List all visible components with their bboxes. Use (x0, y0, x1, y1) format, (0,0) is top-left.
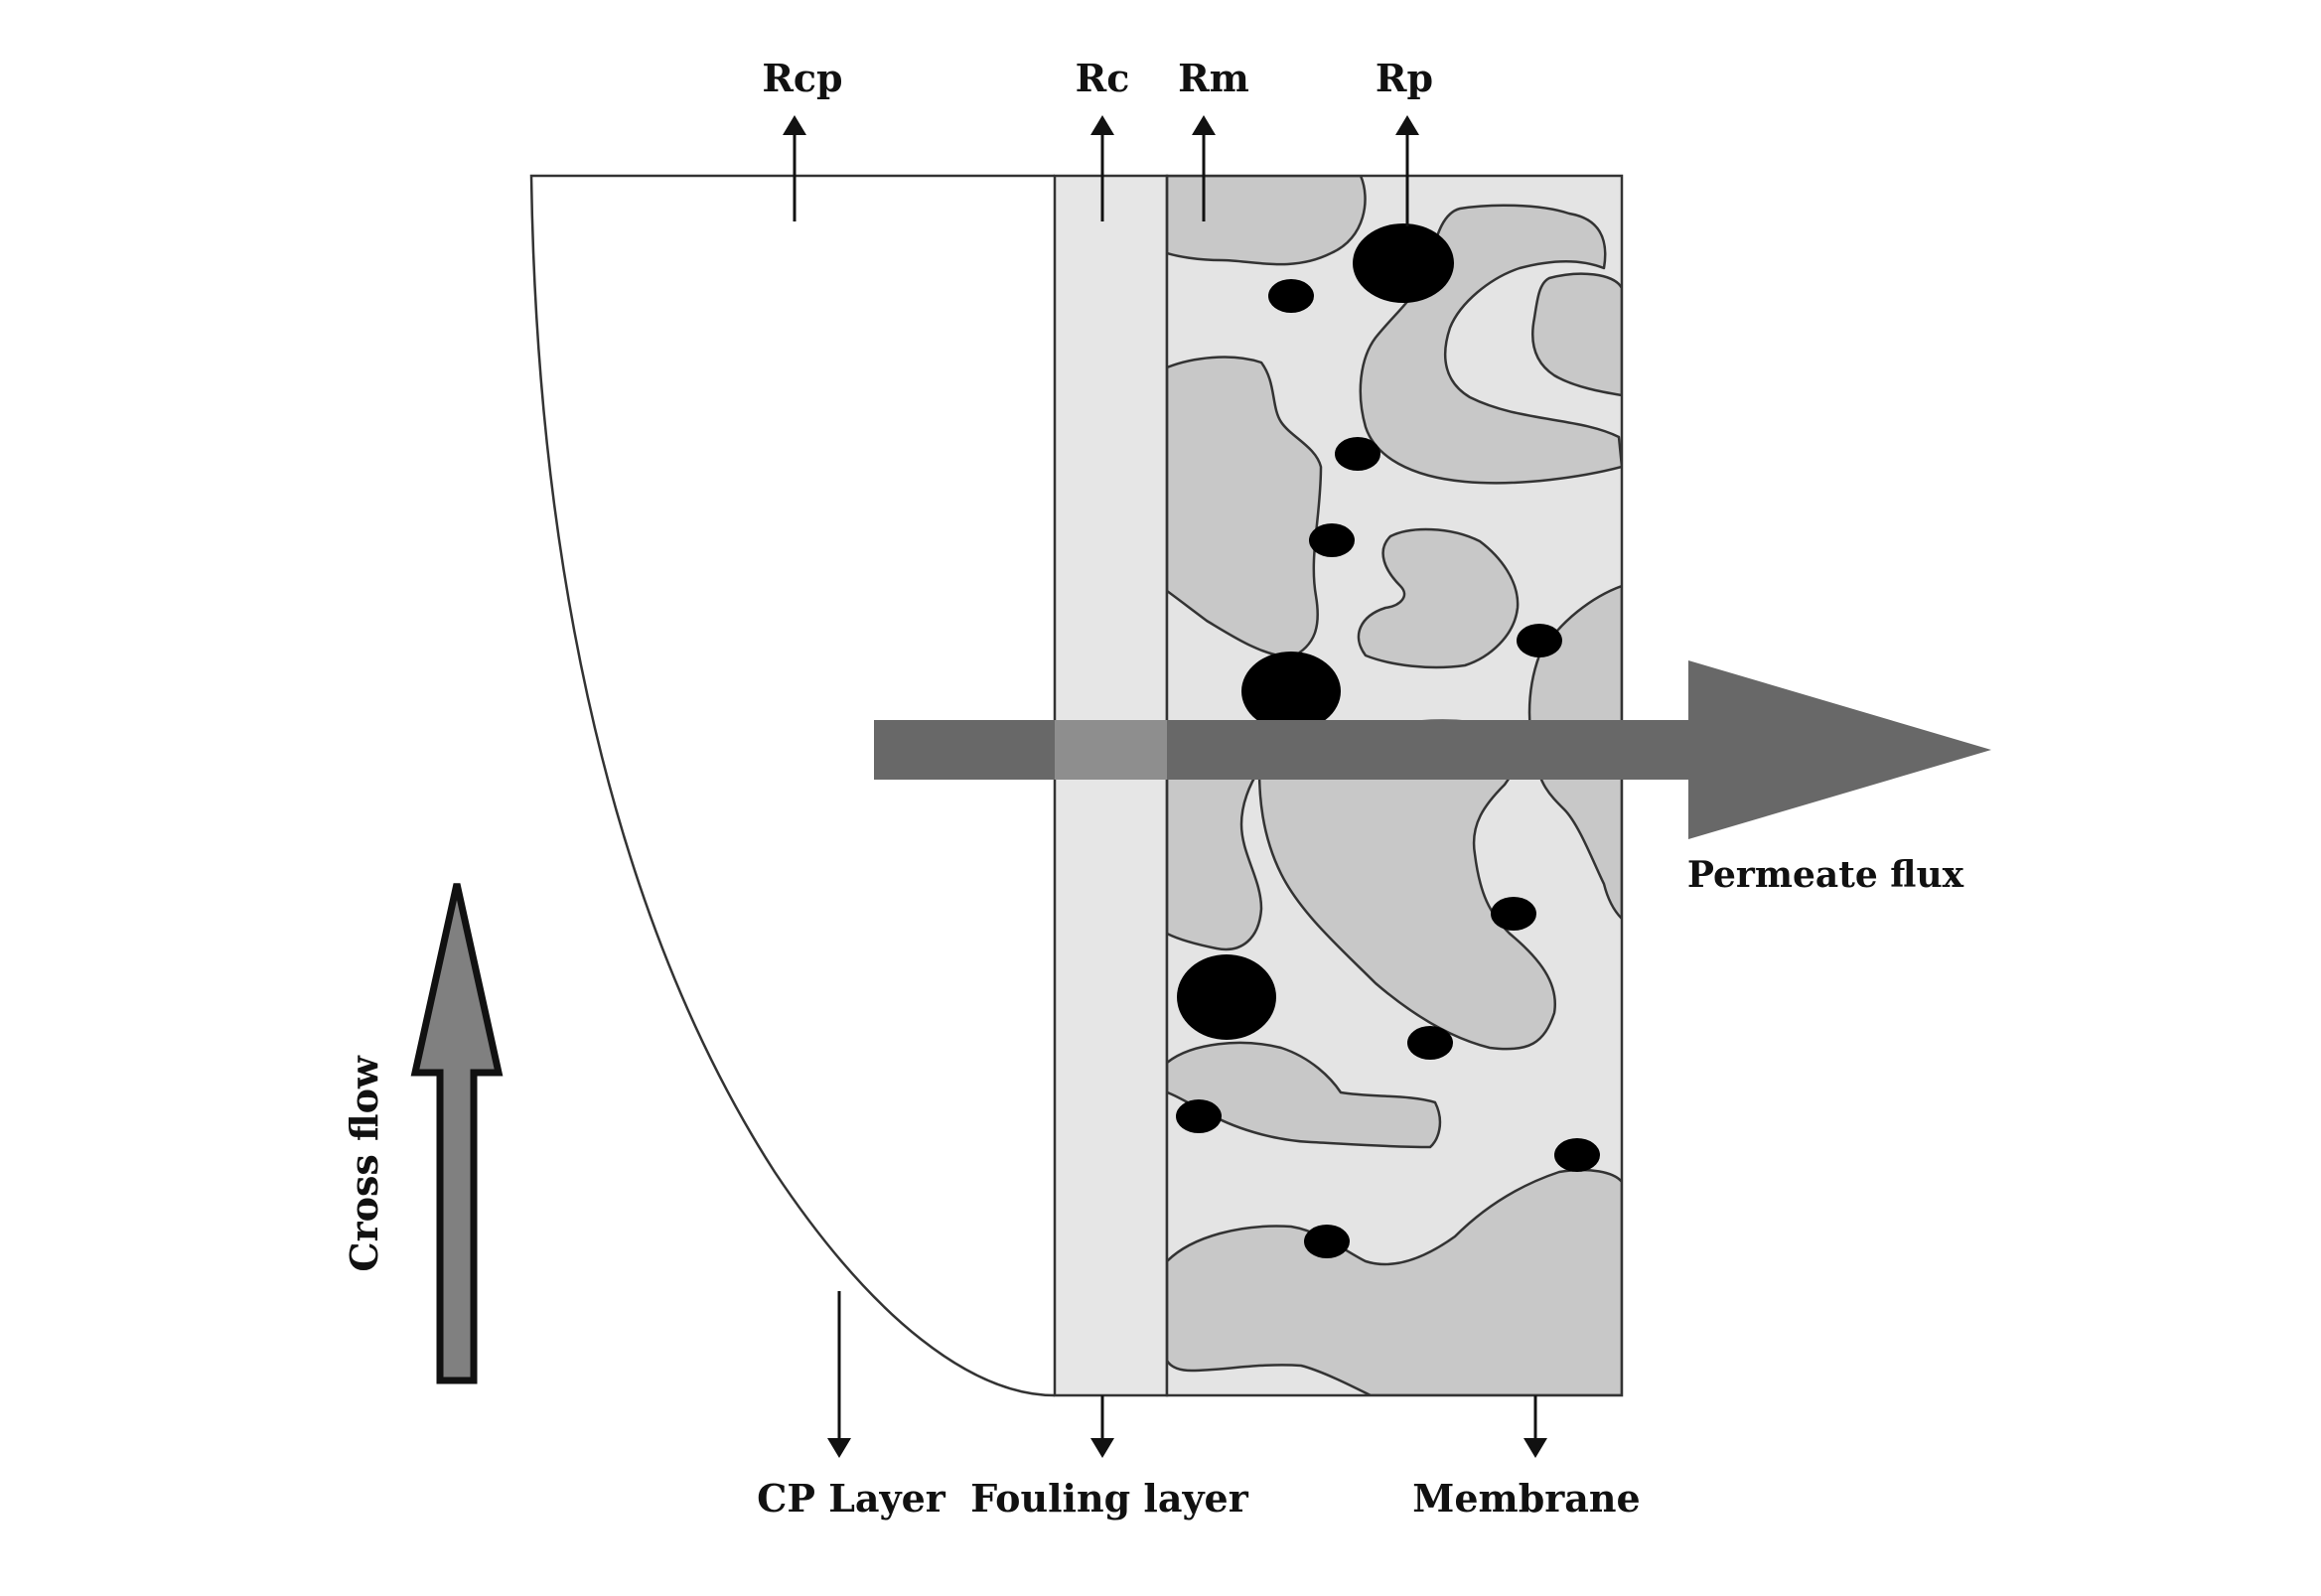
rc-label: Rc (1076, 56, 1130, 100)
foulant-particle (1176, 1099, 1222, 1133)
membrane-grain (1357, 527, 1520, 669)
foulant-particles (1176, 223, 1600, 1258)
foulant-particle (1353, 223, 1454, 303)
foulant-particle (1517, 624, 1562, 657)
fouling-layer-label: Fouling layer (970, 1476, 1248, 1521)
membrane-grain (1167, 719, 1557, 1051)
foulant-particle (1335, 437, 1380, 471)
foulant-particle (1268, 279, 1314, 313)
foulant-particle (1177, 954, 1276, 1040)
foulant-particle (1304, 1225, 1350, 1258)
cross-flow-arrow (410, 883, 504, 1384)
cp-layer-arrow (827, 1291, 851, 1458)
membrane-grain (1530, 272, 1622, 397)
cross-flow-label: Cross flow (342, 1055, 386, 1272)
fouling-layer-region (1053, 174, 1169, 1397)
foulant-particle (1554, 1138, 1600, 1172)
rm-label: Rm (1178, 56, 1249, 100)
rcp-label: Rcp (762, 56, 842, 100)
cp-layer-label: CP Layer (757, 1476, 946, 1521)
membrane-grain (1167, 1168, 1622, 1395)
membrane-arrow (1523, 1395, 1547, 1458)
permeate-flux-label: Permeate flux (1687, 854, 1964, 896)
rp-label: Rp (1376, 56, 1433, 100)
membrane-grain (1167, 176, 1367, 266)
foulant-particle (1241, 652, 1341, 731)
rp-arrow (1395, 115, 1419, 226)
membrane-grain (1167, 1041, 1442, 1149)
cp-layer-region (529, 174, 1056, 1397)
permeate-flux-arrow (874, 660, 1991, 839)
fouling-layer-arrow (1090, 1395, 1114, 1458)
foulant-particle (1491, 897, 1536, 931)
foulant-particle (1309, 523, 1355, 557)
rm-arrow (1192, 115, 1216, 221)
membrane-region (1165, 174, 1624, 1397)
rcp-arrow (783, 115, 806, 221)
foulant-particle (1407, 1026, 1453, 1060)
membrane-label: Membrane (1412, 1476, 1640, 1521)
permeate-arrow-overlay (1055, 720, 1167, 780)
rc-arrow (1090, 115, 1114, 221)
